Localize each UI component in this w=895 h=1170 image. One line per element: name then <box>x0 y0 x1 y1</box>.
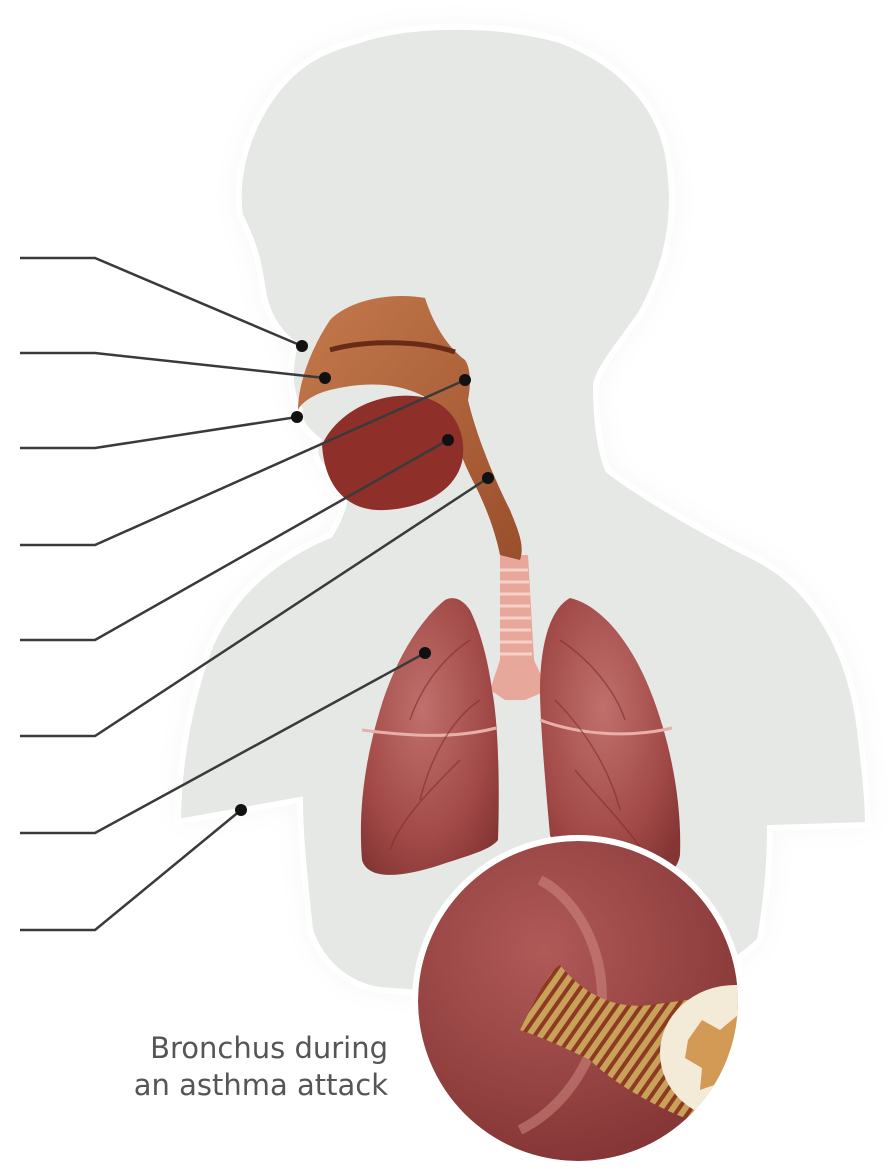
caption-line-2: an asthma attack <box>98 1067 388 1104</box>
caption-line-1: Bronchus during <box>98 1030 388 1067</box>
leader-line-8 <box>20 810 241 930</box>
leader-8 <box>20 804 247 930</box>
leader-2 <box>20 353 331 384</box>
leader-dot-7 <box>419 647 431 659</box>
inset-caption: Bronchus during an asthma attack <box>98 1030 388 1104</box>
leader-dot-5 <box>442 434 454 446</box>
leader-dot-6 <box>482 472 494 484</box>
leader-line-2 <box>20 353 325 378</box>
leader-dot-1 <box>296 340 308 352</box>
leader-dot-4 <box>459 374 471 386</box>
leader-dot-3 <box>291 411 303 423</box>
leader-dot-2 <box>319 372 331 384</box>
leader-dot-8 <box>235 804 247 816</box>
leader-line-3 <box>20 417 297 448</box>
leader-3 <box>20 411 303 448</box>
